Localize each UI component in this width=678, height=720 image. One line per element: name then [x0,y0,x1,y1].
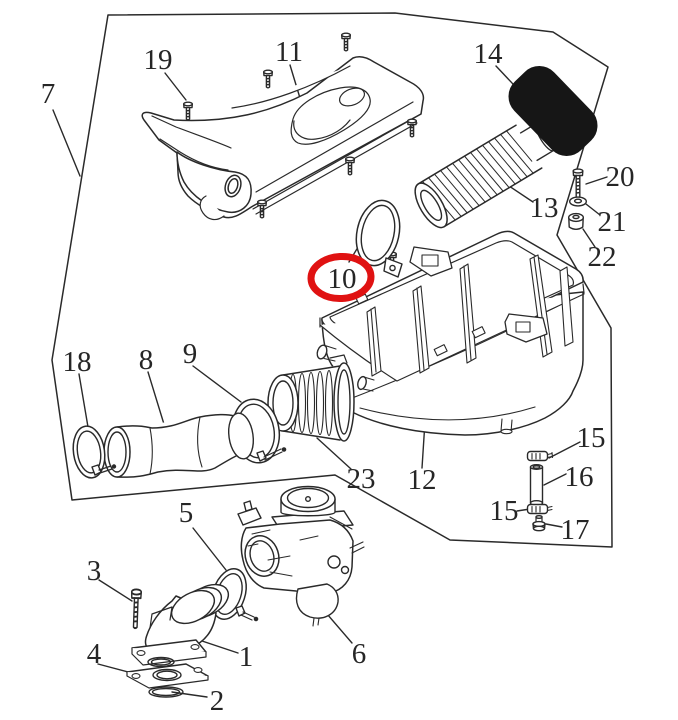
part-21-washer [569,196,588,207]
part-17-cap [532,515,546,532]
part-label-4: 4 [87,638,102,670]
leader-22 [582,228,596,248]
part-label-20: 20 [606,161,635,193]
part-number-labels: 7 19 11 14 20 21 22 13 10 12 23 18 8 9 1… [41,36,635,717]
part-label-2: 2 [210,685,225,717]
part-label-19: 19 [144,44,173,76]
leader-21 [585,203,601,216]
leader-23 [316,437,352,470]
leader-9 [192,365,242,403]
leader-17 [545,523,563,528]
leader-3 [98,579,133,602]
part-1-intake-elbow [131,583,230,666]
part-15-clamp-lower [526,503,553,515]
leader-7 [52,109,81,177]
part-8-intake-duct [103,412,255,478]
part-label-15-upper: 15 [577,422,606,454]
part-label-7: 7 [41,78,56,110]
part-14-foam-sleeve [508,66,598,156]
part-label-10: 10 [328,263,357,295]
part-11-airbox-cover [141,56,425,221]
part-10-clamp [355,199,403,278]
leader-19 [164,72,187,101]
leader-20 [585,176,608,185]
part-label-14: 14 [474,38,504,70]
section-boundary-outline [51,12,613,548]
part-label-8: 8 [139,344,154,376]
part-label-5: 5 [179,497,194,529]
leader-15-upper [548,441,581,459]
leader-16 [543,473,567,486]
part-6-carburetor [237,485,365,627]
part-label-13: 13 [530,192,559,224]
part-22-nut [568,212,585,230]
part-label-18: 18 [63,346,92,378]
part-label-23: 23 [347,463,376,495]
part-label-12: 12 [408,464,437,496]
part-2-o-ring [148,686,184,698]
leader-2 [171,691,208,698]
leader-4 [97,663,129,673]
part-18-clamp [72,425,117,479]
part-label-1: 1 [239,641,254,673]
elbow-o-ring [147,656,175,668]
part-label-3: 3 [87,555,102,587]
part-label-6: 6 [352,638,367,670]
part-15-clamp-upper [526,450,554,462]
part-label-21: 21 [598,206,627,238]
leader-18 [78,373,89,428]
leader-5 [192,527,227,571]
part-label-15-lower: 15 [490,495,519,527]
part-label-17: 17 [561,514,590,546]
highlight-ellipse-part-10 [307,252,375,303]
part-label-16: 16 [565,461,594,493]
part-label-9: 9 [183,338,198,370]
part-12-airbox-body [316,230,585,436]
part-label-11: 11 [275,36,303,68]
part-4-spacer-plate [126,663,209,689]
part-label-22: 22 [588,241,617,273]
